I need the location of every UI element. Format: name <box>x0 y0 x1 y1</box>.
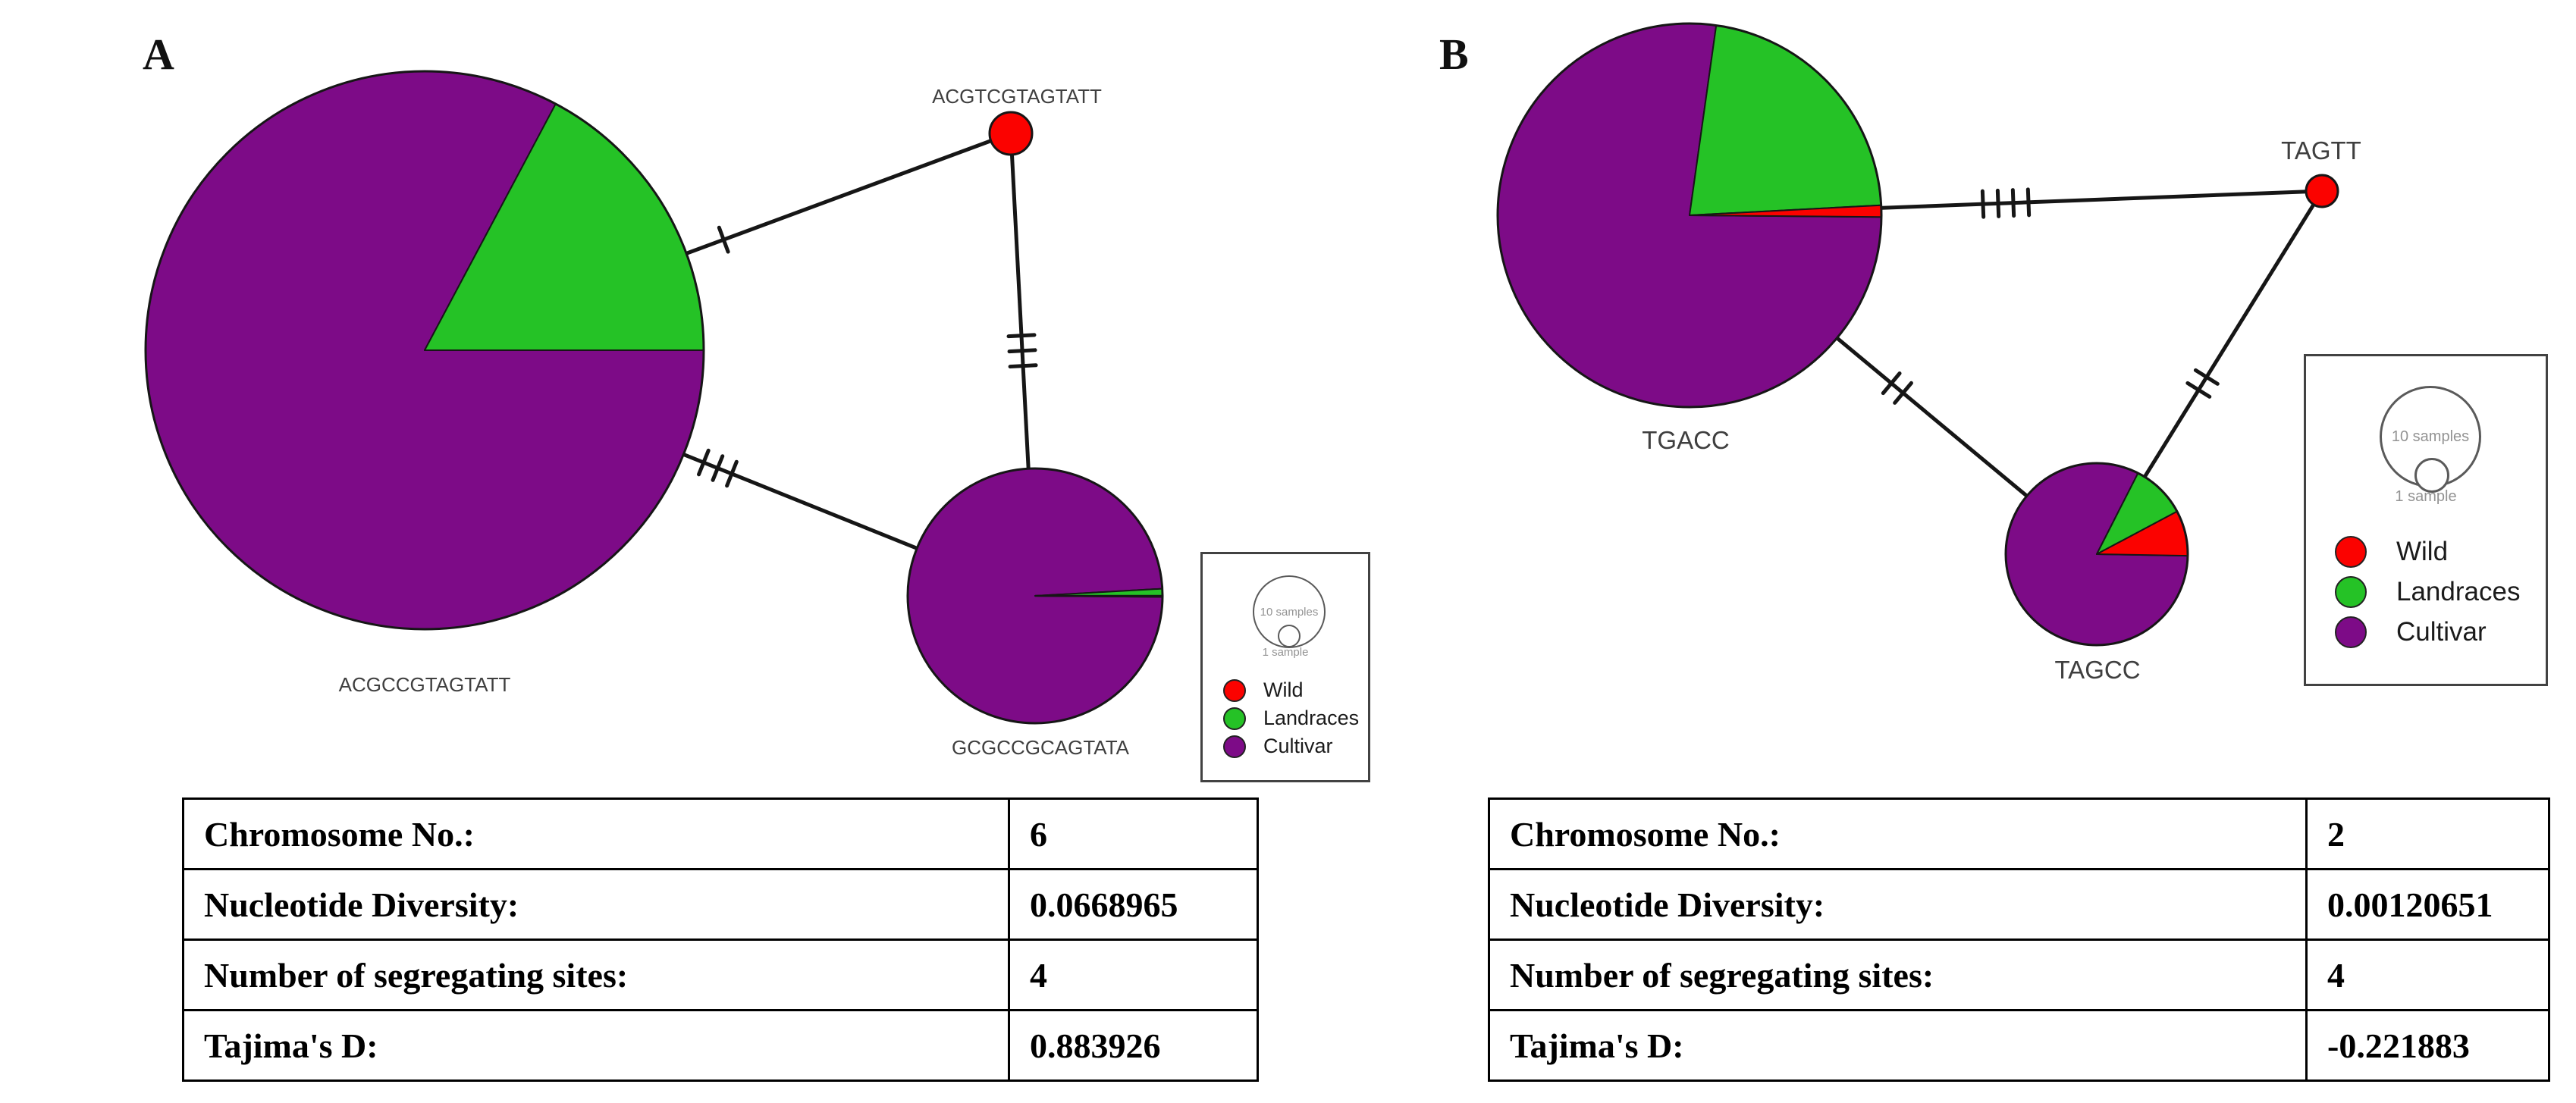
mutation-tick-icon <box>725 459 739 488</box>
mutation-tick-icon <box>1881 371 1902 396</box>
stat-label-cell: Nucleotide Diversity: <box>182 868 1010 941</box>
haplotype-node-TAGCC <box>2004 462 2189 647</box>
mutation-tick-icon <box>1980 189 1986 219</box>
haplotype-label-TAGTT: TAGTT <box>2281 136 2361 165</box>
legend-box-a: 10 samples 1 sample Wild Landraces Culti… <box>1200 552 1370 782</box>
table-row: Number of segregating sites: 4 <box>182 938 1259 1011</box>
landraces-label: Landraces <box>2396 577 2521 606</box>
landraces-label: Landraces <box>1263 707 1360 729</box>
landraces-swatch-icon <box>2335 576 2367 608</box>
mutation-ticks <box>1980 187 2032 219</box>
stat-label-cell: Number of segregating sites: <box>1488 938 2308 1011</box>
panel-a-letter: A <box>143 30 174 79</box>
legend-item-landraces: Landraces <box>2335 576 2520 608</box>
cultivar-label: Cultivar <box>2396 617 2487 647</box>
one-sample-label: 1 sample <box>2395 488 2457 505</box>
one-sample-label: 1 sample <box>1262 646 1309 659</box>
haplotype-label-ACGTCGTAGTATT: ACGTCGTAGTATT <box>932 85 1102 108</box>
haplotype-label-TGACC: TGACC <box>1642 426 1730 454</box>
haplotype-label-GCGCCGCAGTATA: GCGCCGCAGTATA <box>952 736 1130 759</box>
table-row: Number of segregating sites: 4 <box>1488 938 2550 1011</box>
legend-item-cultivar: Cultivar <box>1223 735 1333 758</box>
stat-label-cell: Tajima's D: <box>182 1009 1010 1082</box>
stat-label-cell: Number of segregating sites: <box>182 938 1010 1011</box>
mutation-ticks <box>1881 371 1913 405</box>
table-row: Nucleotide Diversity: 0.00120651 <box>1488 868 2550 941</box>
legend-item-wild: Wild <box>2335 536 2448 568</box>
one-sample-circle <box>2414 458 2449 493</box>
stat-value-cell: 0.00120651 <box>2305 868 2550 941</box>
haplotype-node-ACGCCGTAGTATT <box>144 70 705 631</box>
haplotype-node-TAGTT <box>2305 174 2339 208</box>
pie-slice-landraces <box>1689 24 1882 216</box>
stats-table-b: Chromosome No.: 2 Nucleotide Diversity: … <box>1488 797 2550 1082</box>
haplotype-node-TGACC <box>1496 22 1883 409</box>
network-panel-B: TGACC TAGTT TAGCC <box>1496 22 2361 684</box>
mutation-tick-icon <box>2193 368 2220 386</box>
mutation-tick-icon <box>717 225 730 254</box>
wild-swatch-icon <box>2335 536 2367 568</box>
table-row: Tajima's D: -0.221883 <box>1488 1009 2550 1082</box>
landraces-swatch-icon <box>1223 707 1246 730</box>
cultivar-swatch-icon <box>2335 616 2367 648</box>
stat-value-cell: 2 <box>2305 797 2550 870</box>
legend-item-cultivar: Cultivar <box>2335 616 2487 648</box>
pie-outline <box>144 70 705 631</box>
mutation-tick-icon <box>1893 381 1913 405</box>
mutation-ticks <box>696 448 739 488</box>
mutation-tick-icon <box>696 448 711 477</box>
mutation-tick-icon <box>1995 188 2001 218</box>
stat-value-cell: 0.0668965 <box>1008 868 1259 941</box>
mutation-tick-icon <box>1008 363 1038 369</box>
mutation-tick-icon <box>2185 381 2212 399</box>
stat-value-cell: -0.221883 <box>2305 1009 2550 1082</box>
ten-samples-label: 10 samples <box>1260 605 1319 619</box>
stat-value-cell: 4 <box>2305 938 2550 1011</box>
mutation-ticks <box>717 225 730 254</box>
cultivar-label: Cultivar <box>1263 735 1333 757</box>
stat-label-cell: Tajima's D: <box>1488 1009 2308 1082</box>
ten-samples-label: 10 samples <box>2391 428 2470 445</box>
haplotype-node-GCGCCGCAGTATA <box>906 467 1164 725</box>
mutation-tick-icon <box>1006 333 1037 339</box>
table-row: Chromosome No.: 2 <box>1488 797 2550 870</box>
table-row: Chromosome No.: 6 <box>182 797 1259 870</box>
wild-label: Wild <box>2396 537 2449 566</box>
pie-outline <box>1496 22 1883 409</box>
stat-label-cell: Chromosome No.: <box>1488 797 2308 870</box>
mutation-tick-icon <box>711 454 725 482</box>
legend-box-b: 10 samples 1 sample Wild Landraces Culti… <box>2304 354 2548 686</box>
stats-table-a: Chromosome No.: 6 Nucleotide Diversity: … <box>182 797 1259 1082</box>
mutation-ticks <box>2185 368 2220 399</box>
wild-label: Wild <box>1263 678 1304 701</box>
pie-slice-wild <box>988 111 1034 156</box>
table-row: Nucleotide Diversity: 0.0668965 <box>182 868 1259 941</box>
pie-outline <box>2004 462 2189 647</box>
stat-label-cell: Chromosome No.: <box>182 797 1010 870</box>
network-panel-A: ACGCCGTAGTATT ACGTCGTAGTATT GCGCCGCAGTATA <box>144 70 1164 759</box>
haplotype-node-ACGTCGTAGTATT <box>988 111 1034 156</box>
stat-label-cell: Nucleotide Diversity: <box>1488 868 2308 941</box>
one-sample-circle <box>1278 625 1301 647</box>
panel-b-letter: B <box>1439 30 1469 79</box>
haplotype-label-ACGCCGTAGTATT: ACGCCGTAGTATT <box>339 673 511 696</box>
legend-item-wild: Wild <box>1223 678 1304 702</box>
legend-item-landraces: Landraces <box>1223 707 1359 730</box>
mutation-ticks <box>1006 333 1038 369</box>
stat-value-cell: 0.883926 <box>1008 1009 1259 1082</box>
mutation-tick-icon <box>1007 348 1037 354</box>
stat-value-cell: 4 <box>1008 938 1259 1011</box>
table-row: Tajima's D: 0.883926 <box>182 1009 1259 1082</box>
cultivar-swatch-icon <box>1223 735 1246 758</box>
stat-value-cell: 6 <box>1008 797 1259 870</box>
ten-samples-circle: 10 samples <box>1253 575 1326 648</box>
haplotype-label-TAGCC: TAGCC <box>2054 656 2140 684</box>
ten-samples-circle: 10 samples <box>2380 386 2481 493</box>
wild-swatch-icon <box>1223 678 1246 702</box>
pie-slice-wild <box>2305 174 2339 208</box>
